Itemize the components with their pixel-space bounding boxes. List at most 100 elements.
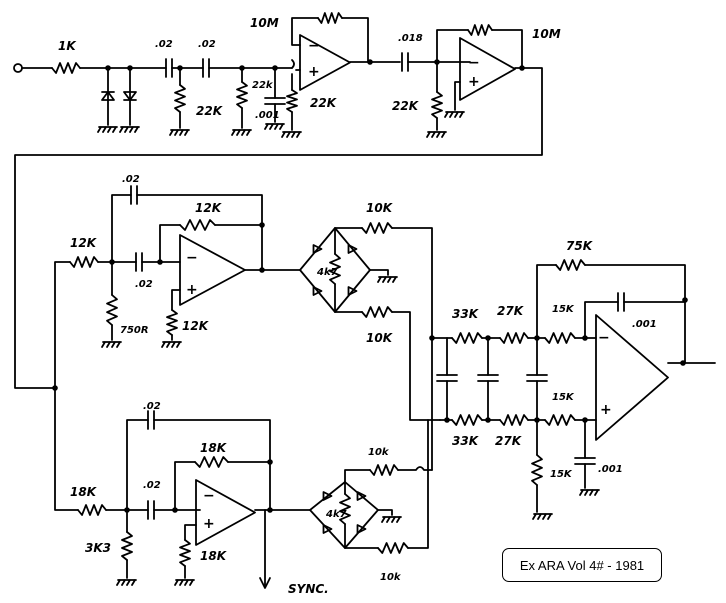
junction-dot <box>267 507 273 513</box>
wire <box>291 17 319 46</box>
label-mid-cin: .02 <box>135 279 153 290</box>
wire <box>111 194 132 263</box>
wire <box>391 311 441 421</box>
label-mid-rfb: 12K <box>195 201 223 215</box>
diode <box>347 286 358 296</box>
label-low-rfb: 18K <box>200 441 228 455</box>
ground-icon <box>97 126 118 133</box>
ground-icon <box>169 129 190 136</box>
resistor <box>361 222 393 234</box>
label-low-rin: 18K <box>70 485 98 499</box>
opamp5-plus: + <box>203 516 215 532</box>
label-f-rbot2: 27K <box>495 434 523 448</box>
resistor <box>361 306 393 318</box>
resistor <box>555 259 586 271</box>
wire <box>291 59 295 69</box>
ground-icon <box>161 341 182 348</box>
wire <box>159 224 181 263</box>
resistor <box>369 464 399 476</box>
resistor <box>377 542 409 554</box>
label-low-rplus: 18K <box>200 549 228 563</box>
input-terminal <box>13 63 23 73</box>
label-f-rbot3: 15K <box>552 392 575 403</box>
label-c1: .02 <box>155 39 173 50</box>
wire <box>407 419 429 549</box>
opamp <box>179 234 246 306</box>
wire <box>536 264 557 339</box>
resistor <box>329 253 341 285</box>
label-f-rbot1: 33K <box>452 434 480 448</box>
wire <box>174 461 196 511</box>
junction-dot <box>519 65 525 71</box>
opamp2-plus: + <box>468 74 480 90</box>
label-f-rfb: 75K <box>566 239 594 253</box>
source-caption: Ex ARA Vol 4# - 1981 <box>502 548 662 582</box>
resistor <box>544 414 576 426</box>
opamp2-minus: − <box>468 55 480 71</box>
resistor <box>544 332 576 344</box>
label-low-rgnd: 3K3 <box>85 541 111 555</box>
opamp <box>459 37 516 101</box>
opamp4-plus: + <box>600 402 612 418</box>
label-mid-rgnd: 750R <box>120 325 149 336</box>
resistor <box>451 414 483 426</box>
ground-icon <box>116 579 137 586</box>
label-low-cin: .02 <box>143 480 161 491</box>
junction-dot <box>367 59 373 65</box>
wire <box>153 419 271 511</box>
label-mid-rplus: 12K <box>182 319 210 333</box>
wire <box>341 17 369 63</box>
diode <box>312 286 323 296</box>
wire <box>14 67 543 389</box>
resistor <box>179 219 216 231</box>
label-f-rgnd: 15K <box>550 469 573 480</box>
resistor <box>451 332 483 344</box>
opamp3-minus: − <box>186 250 198 266</box>
label-r3: 22K <box>310 96 338 110</box>
wire <box>454 81 461 111</box>
wire <box>584 264 686 364</box>
label-r4: 22K <box>392 99 420 113</box>
wire <box>184 524 197 541</box>
label-f-cgnd: .001 <box>598 464 623 475</box>
resistor <box>286 89 298 113</box>
ground-icon <box>532 513 553 520</box>
label-rf2: 10M <box>532 27 561 41</box>
resistor <box>174 84 186 113</box>
opamp1-plus: + <box>308 64 320 80</box>
label-c2: .02 <box>198 39 216 50</box>
label-mid-rtop: 10K <box>366 201 394 215</box>
diode <box>322 491 333 501</box>
diode <box>356 524 367 534</box>
ground-icon <box>381 516 402 523</box>
label-mid-rin: 12K <box>70 236 98 250</box>
resistor <box>121 531 133 561</box>
label-sync: SYNC. <box>288 582 329 596</box>
diode <box>123 91 137 101</box>
label-f-rtop3: 15K <box>552 304 575 315</box>
wire <box>397 466 433 471</box>
ground-icon <box>264 123 285 130</box>
diode <box>356 491 367 501</box>
ground-icon <box>231 129 252 136</box>
label-low-rbot: 10k <box>380 572 402 583</box>
resistor <box>194 456 229 468</box>
wire <box>391 227 433 471</box>
resistor <box>531 454 543 486</box>
label-rf1: 10M <box>250 16 279 30</box>
wire <box>136 194 263 271</box>
sync-arrow-icon <box>259 577 271 589</box>
label-r2: 22k <box>252 80 274 91</box>
diode <box>347 244 358 254</box>
ground-icon <box>119 126 140 133</box>
wire <box>436 29 469 63</box>
label-mid-rbot: 10K <box>366 331 394 345</box>
diode <box>322 524 333 534</box>
wire <box>369 269 389 276</box>
opamp4-minus: − <box>598 330 610 346</box>
label-c4: .018 <box>398 33 423 44</box>
label-r-in: 1K <box>58 39 77 53</box>
wire <box>126 419 149 511</box>
junction-dot <box>267 459 273 465</box>
resistor <box>339 493 351 525</box>
